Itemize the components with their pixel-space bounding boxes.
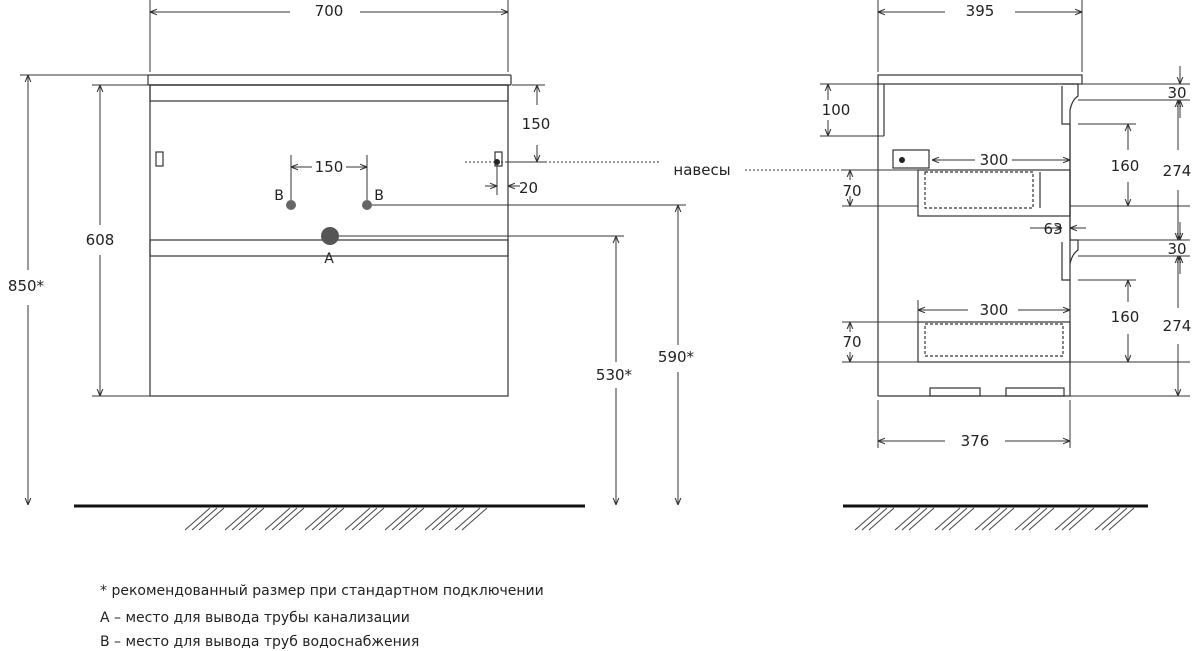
dim-side-drawer-height-bottom: 274 <box>1163 317 1192 335</box>
dim-water-height: 590* <box>658 348 695 366</box>
dim-hinge-side-offset: 20 <box>519 179 538 197</box>
pipe-b-left <box>286 200 296 210</box>
hinge-point-side <box>899 157 905 163</box>
dim-hinge-top-offset: 150 <box>522 115 551 133</box>
dim-side-gap-top: 30 <box>1167 84 1186 102</box>
dim-side-drawer-inner-top: 160 <box>1111 157 1140 175</box>
dim-side-depth: 395 <box>966 2 995 20</box>
side-bottom-drawer <box>917 321 1071 363</box>
dim-side-hinge-depth: 300 <box>980 151 1009 169</box>
dim-drain-height: 530* <box>596 366 633 384</box>
dim-side-bottom-height: 70 <box>842 333 861 351</box>
callout-hinges: навесы <box>673 161 730 179</box>
label-b-left: B <box>274 188 284 204</box>
pipe-a-drain <box>321 227 339 245</box>
dim-side-offset-63: 63 <box>1043 220 1062 238</box>
dim-side-hinge-top: 100 <box>822 101 851 119</box>
dim-width: 700 <box>315 2 344 20</box>
label-a: A <box>324 251 334 267</box>
side-countertop <box>877 74 1083 85</box>
note-a-drain: A – место для вывода трубы канализации <box>100 610 410 626</box>
dim-side-drawer-inner-bottom: 160 <box>1111 308 1140 326</box>
side-foot-back <box>929 387 981 397</box>
floor-side <box>843 504 1148 531</box>
dim-total-height: 850* <box>8 277 45 295</box>
dim-side-gap-mid: 30 <box>1167 240 1186 258</box>
label-b-right: B <box>374 188 384 204</box>
side-hinge-bracket <box>892 149 930 169</box>
front-countertop <box>147 74 512 86</box>
front-hinge-right <box>494 151 503 167</box>
dim-side-drawer-height-top: 274 <box>1163 162 1192 180</box>
side-top-drawer-inner <box>924 171 1034 209</box>
note-recommended: * рекомендованный размер при стандартном… <box>100 583 544 599</box>
side-top-drawer <box>917 169 1071 217</box>
dim-side-body-depth: 376 <box>961 432 990 450</box>
side-view <box>877 74 1083 397</box>
floor-front <box>74 504 585 531</box>
side-bottom-drawer-inner <box>924 323 1064 357</box>
front-view <box>147 74 512 397</box>
dim-cabinet-height: 608 <box>86 231 115 249</box>
dim-pipe-b-spacing: 150 <box>315 158 344 176</box>
side-foot-front <box>1005 387 1065 397</box>
dim-side-drawer-depth-bottom: 300 <box>980 301 1009 319</box>
dim-side-hinge-height: 70 <box>842 182 861 200</box>
pipe-b-right <box>362 200 372 210</box>
front-top-handle <box>149 84 509 102</box>
front-hinge-left <box>155 151 164 167</box>
note-b-water: B – место для вывода труб водоснабжения <box>100 634 420 650</box>
